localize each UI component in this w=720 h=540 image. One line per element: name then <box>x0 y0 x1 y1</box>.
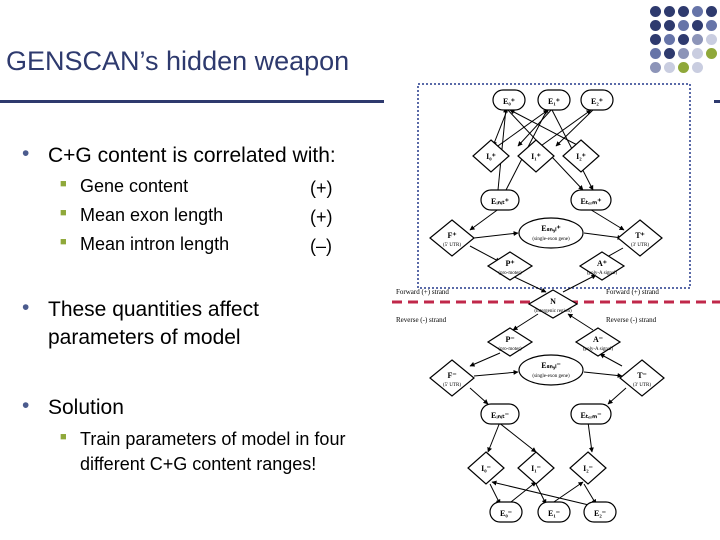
title-underline <box>0 100 384 103</box>
label-esngl-fwd: Eₛₙ₉ₗ⁺ <box>541 224 560 233</box>
reverse-strand-label: Reverse (-) strand <box>396 316 447 324</box>
exon-e1-rev <box>537 501 571 523</box>
polya-rev <box>574 327 622 357</box>
exon-e0-rev <box>489 501 523 523</box>
exon-init-fwd <box>480 189 520 211</box>
intron-i1-fwd <box>517 139 555 173</box>
label-t-sub-rev: (3' UTR) <box>633 383 651 388</box>
label-e1-fwd: E₁⁺ <box>548 97 560 106</box>
correlation-value: (–) <box>310 236 332 256</box>
label-p-fwd: P⁺ <box>505 259 514 268</box>
intron-i1-rev <box>517 451 555 485</box>
forward-strand-label-right: Forward (+) strand <box>606 288 659 296</box>
label-p-sub-rev: (pro-moter) <box>498 347 522 352</box>
label-t-rev: T⁻ <box>637 371 647 380</box>
intergenic-region-node <box>527 289 579 319</box>
label-p-rev: P⁻ <box>505 335 514 344</box>
exon-e2-fwd <box>580 89 614 111</box>
bullet-marker: • <box>22 142 30 165</box>
label-a-sub-rev: (poly-A signal) <box>583 347 614 352</box>
bullet-marker: • <box>22 296 30 319</box>
label-e2-rev: E₂⁻ <box>594 509 606 518</box>
label-e0-rev: E₀⁻ <box>500 509 512 518</box>
promoter-rev <box>486 327 534 357</box>
label-esngl-sub-rev: (single-exon gene) <box>532 374 570 379</box>
label-e0-fwd: E₀⁺ <box>503 97 515 106</box>
label-a-rev: A⁻ <box>593 335 603 344</box>
utr3-fwd <box>617 219 663 257</box>
label-f-rev: F⁻ <box>447 371 456 380</box>
exon-e1-fwd <box>537 89 571 111</box>
exon-term-fwd <box>570 189 612 211</box>
label-f-fwd: F⁺ <box>447 231 456 240</box>
label-eterm-rev: Eₜₑᵣₘ⁻ <box>580 411 601 420</box>
exon-e0-fwd <box>492 89 526 111</box>
label-esngl-rev: Eₛₙ₉ₗ⁻ <box>541 361 560 370</box>
sub-bullet-marker: ■ <box>60 207 67 219</box>
label-i0-fwd: I₀⁺ <box>486 152 496 161</box>
sub-bullet-marker: ■ <box>60 236 67 248</box>
exon-e2-rev <box>583 501 617 523</box>
intron-i0-fwd <box>472 139 510 173</box>
label-i1-fwd: I₁⁺ <box>531 152 541 161</box>
exon-init-rev <box>480 403 520 425</box>
utr5-fwd <box>429 219 475 257</box>
label-t-sub-fwd: (3' UTR) <box>631 243 649 248</box>
label-i0-rev: I₀⁻ <box>481 464 491 473</box>
label-einit-fwd: Eᵢₙᵢₜ⁺ <box>491 197 509 206</box>
label-einit-rev: Eᵢₙᵢₜ⁻ <box>491 411 509 420</box>
correlation-value: (+) <box>310 207 333 227</box>
label-e2-fwd: E₂⁺ <box>591 97 603 106</box>
genscan-state-diagram: E₀⁺ E₁⁺ E₂⁺ I₀⁺ I₁⁺ I₂⁺ Eᵢₙᵢₜ⁺ Eₜₑᵣₘ⁺ F⁺… <box>392 83 720 523</box>
label-e1-rev: E₁⁻ <box>548 509 560 518</box>
label-a-fwd: A⁺ <box>597 259 607 268</box>
correlation-value: (+) <box>310 178 333 198</box>
label-eterm-fwd: Eₜₑᵣₘ⁺ <box>580 197 601 206</box>
label-f-sub-fwd: (5' UTR) <box>443 243 461 248</box>
single-exon-gene-rev <box>518 354 584 386</box>
intron-i2-rev <box>569 451 607 485</box>
label-a-sub-fwd: (poly-A signal) <box>587 271 618 276</box>
sub-bullet-marker: ■ <box>60 178 67 190</box>
exon-term-rev <box>570 403 612 425</box>
reverse-strand-label-right: Reverse (-) strand <box>606 316 657 324</box>
label-n: N <box>550 297 556 306</box>
label-esngl-sub-fwd: (single-exon gene) <box>532 237 570 242</box>
label-i2-fwd: I₂⁺ <box>576 152 586 161</box>
label-f-sub-rev: (5' UTR) <box>443 383 461 388</box>
single-exon-gene-fwd <box>518 217 584 249</box>
bullet-marker: • <box>22 394 30 417</box>
promoter-fwd <box>486 251 534 281</box>
forward-strand-box <box>417 83 691 289</box>
intron-i0-rev <box>467 451 505 485</box>
label-t-fwd: T⁺ <box>635 231 645 240</box>
utr5-rev <box>429 359 475 397</box>
label-i2-rev: I₂⁻ <box>583 464 593 473</box>
label-n-sub: (intergenic region) <box>534 309 572 314</box>
sub-bullet-marker: ■ <box>60 431 67 443</box>
label-p-sub-fwd: (pro-moter) <box>498 271 522 276</box>
slide-title: GENSCAN’s hidden weapon <box>6 46 350 76</box>
polya-fwd <box>578 251 626 281</box>
forward-strand-label: Forward (+) strand <box>396 288 449 296</box>
intron-i2-fwd <box>562 139 600 173</box>
utr3-rev <box>619 359 665 397</box>
title-underline-tail <box>714 100 720 103</box>
label-i1-rev: I₁⁻ <box>531 464 541 473</box>
